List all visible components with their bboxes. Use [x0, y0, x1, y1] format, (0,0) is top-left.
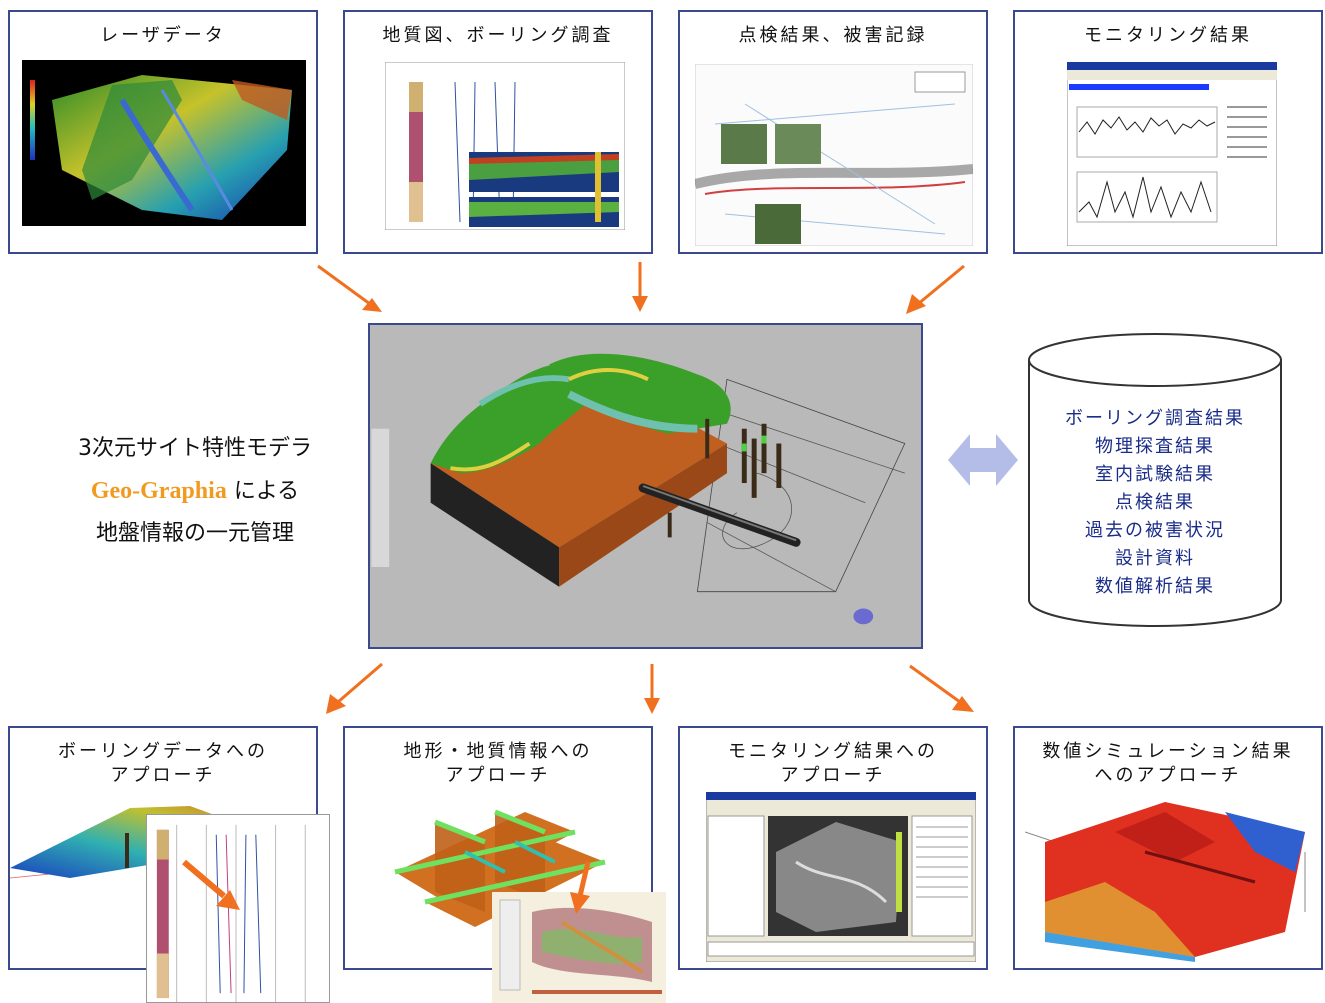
caption-line1: 3次元サイト特性モデラ [78, 436, 312, 461]
output-box-monitoring: モニタリング結果への アプローチ [678, 726, 988, 970]
output-box-simulation: 数値シミュレーション結果 へのアプローチ [1013, 726, 1323, 970]
boring-log-image [385, 62, 625, 230]
bidirectional-arrow [948, 434, 1018, 486]
db-item: 設計資料 [1115, 548, 1195, 569]
caption-line3: 地盤情報の一元管理 [95, 521, 294, 546]
db-item: 過去の被害状況 [1085, 520, 1225, 541]
input-box-laser: レーザデータ [8, 10, 318, 254]
db-item: 数値解析結果 [1095, 576, 1215, 597]
box-title: 点検結果、被害記録 [738, 25, 928, 46]
simulation-mesh-image [1025, 792, 1315, 962]
monitoring-app-image [706, 792, 976, 962]
arrow-inspection-to-model [906, 264, 965, 314]
geology-slices-image [375, 792, 625, 932]
site-model-panel [368, 323, 923, 649]
brand-name: Geo-Graphia [90, 478, 227, 504]
caption-line2: Geo-Graphia による [40, 470, 350, 513]
box-title: 数値シミュレーション結果 へのアプローチ [1042, 741, 1294, 786]
box-title: 地質図、ボーリング調査 [382, 25, 614, 46]
box-title: レーザデータ [100, 25, 226, 46]
center-caption: 3次元サイト特性モデラ Geo-Graphia による 地盤情報の一元管理 [40, 428, 350, 555]
arrow-geology-to-model [632, 262, 648, 312]
arrow-to-boring-log [182, 859, 240, 910]
db-item: 室内試験結果 [1095, 464, 1215, 485]
input-box-inspection: 点検結果、被害記録 [678, 10, 988, 254]
caption-line2-suffix: による [233, 479, 300, 504]
laser-terrain-image [22, 60, 306, 226]
input-box-geology: 地質図、ボーリング調査 [343, 10, 653, 254]
monitoring-window-image [1067, 62, 1277, 246]
inspection-map-image [695, 64, 973, 246]
db-item: 点検結果 [1115, 492, 1195, 513]
box-title: 地形・地質情報への アプローチ [403, 741, 593, 786]
box-title: モニタリング結果への アプローチ [728, 741, 938, 786]
geologic-map-popup-image [492, 892, 666, 1003]
db-item: ボーリング調査結果 [1065, 408, 1245, 429]
database-item-list: ボーリング調査結果 物理探査結果 室内試験結果 点検結果 過去の被害状況 設計資… [1025, 405, 1285, 601]
database-cylinder [1028, 333, 1282, 627]
arrow-laser-to-model [317, 264, 382, 312]
arrow-model-to-geology [644, 664, 660, 714]
box-title: ボーリングデータへの アプローチ [58, 741, 268, 786]
arrow-model-to-monitoring [909, 664, 974, 712]
arrow-to-geologic-map [570, 861, 591, 914]
db-item: 物理探査結果 [1095, 436, 1215, 457]
arrow-model-to-boring [326, 662, 383, 714]
box-title: モニタリング結果 [1084, 25, 1252, 46]
input-box-monitoring: モニタリング結果 [1013, 10, 1323, 254]
site-model-3d [371, 325, 920, 647]
